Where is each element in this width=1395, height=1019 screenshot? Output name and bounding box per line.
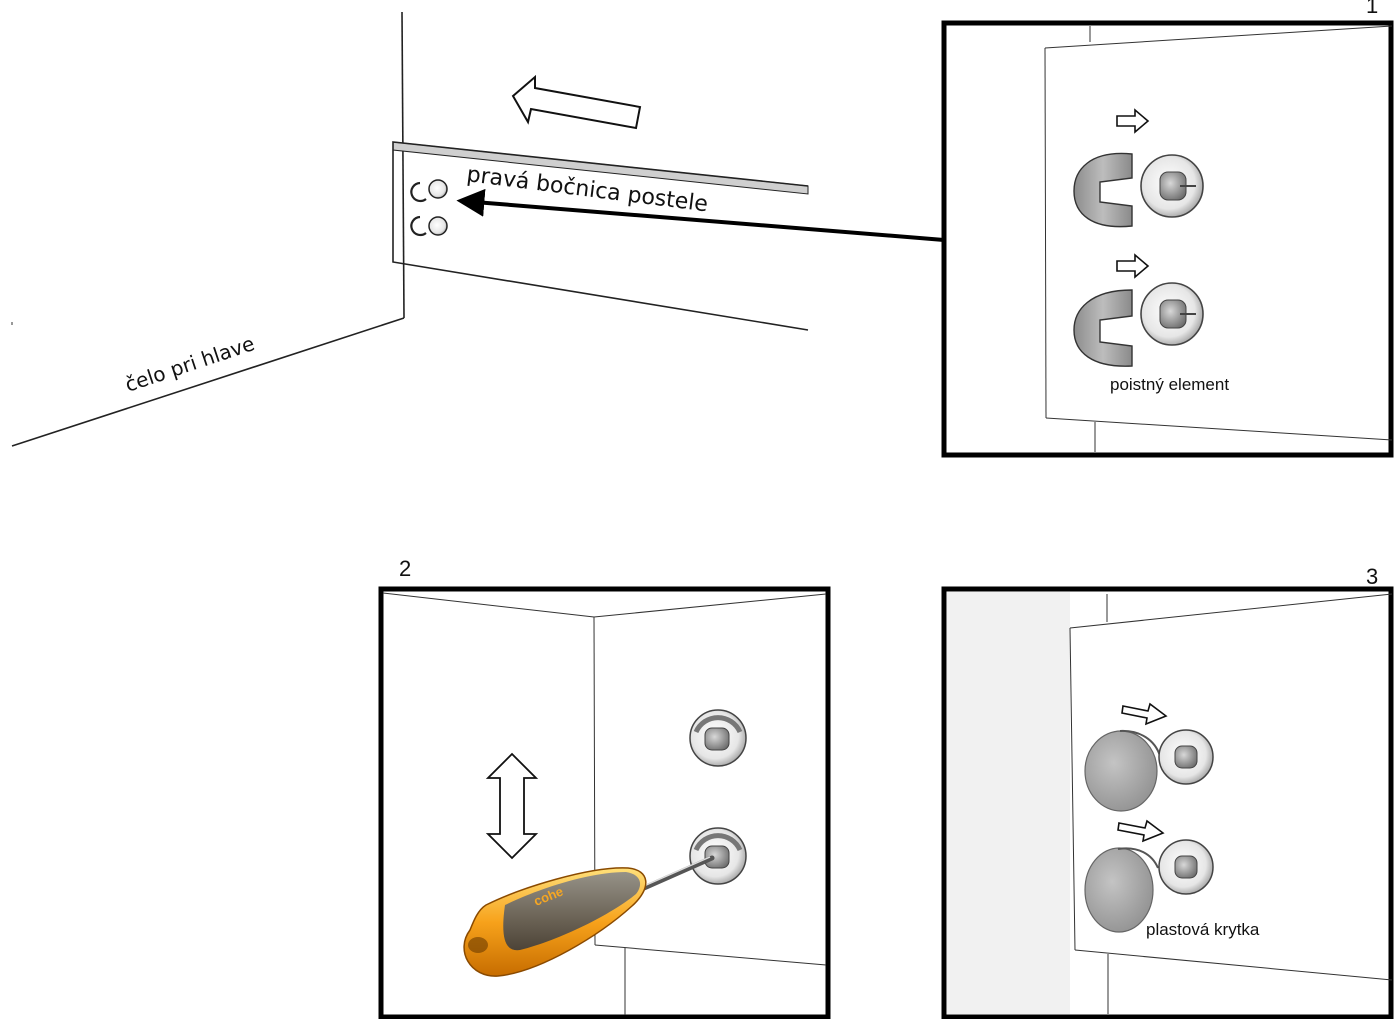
wall-shade [947,592,1070,1014]
rail-socket-icon [428,179,448,199]
board-edge-line [593,593,827,618]
panel-3: 3 plastová krytka [941,564,1394,1019]
panel-1-frame [941,20,1394,458]
board-edge-line [1074,949,1393,981]
main-scene: pravá bočnica postele čelo pri hlave [11,11,945,447]
panel-2: 2 cohe [378,556,831,1019]
screwdriver-icon: cohe [463,855,715,977]
panel-1-caption: poistný element [1110,375,1229,394]
slide-direction-arrow-icon [511,74,642,130]
panel-2-number: 2 [399,556,411,581]
cap-rim [1119,729,1161,757]
pointer-arrow-icon [456,188,945,242]
clip-rim [693,833,743,852]
board-edge-line [1069,593,1393,629]
pin-icon [1174,855,1198,879]
screwdriver-shaft [641,855,715,891]
side-rail-outline [392,141,809,331]
board-edge-line [1044,25,1393,49]
panel-1-number: 1 [1366,0,1378,18]
locking-clip-icon [1073,289,1133,367]
pin-icon [704,845,730,869]
locking-clip-icon [1073,152,1133,228]
screwdriver-end [468,937,488,953]
panel-3-caption: plastová krytka [1146,920,1260,939]
panel-3-number: 3 [1366,564,1378,589]
board-edge-line [594,944,827,966]
board-edge-line [1069,627,1076,951]
up-down-arrow-icon [485,752,539,860]
push-arrow-icon [1117,819,1165,843]
rail-clip-icon [410,181,427,203]
headboard-bottom-line [11,317,405,447]
board-edge-line [1045,417,1393,441]
headboard-label: čelo pri hlave [122,331,258,397]
push-arrow-icon [1116,253,1150,279]
push-arrow-icon [1121,702,1168,726]
pin-icon [1174,745,1198,769]
board-edge-line [1044,47,1047,419]
plastic-cap-icon [1084,847,1154,933]
screwdriver-grip [503,872,641,951]
board-edge-line [382,592,595,618]
rail-clip-icon [410,215,427,237]
pin-icon [704,727,730,751]
rail-socket-icon [428,216,448,236]
rail-fittings [410,179,448,237]
clip-rim [693,715,743,734]
push-arrow-icon [1116,108,1150,134]
panel-2-frame [378,586,831,1019]
screwdriver-shaft-highlight [643,856,711,887]
plastic-cap-icon [1084,730,1158,812]
panel-1: 1 poistný element [941,0,1394,458]
cap-rim [1117,847,1159,869]
headboard-edge-line [401,11,405,319]
